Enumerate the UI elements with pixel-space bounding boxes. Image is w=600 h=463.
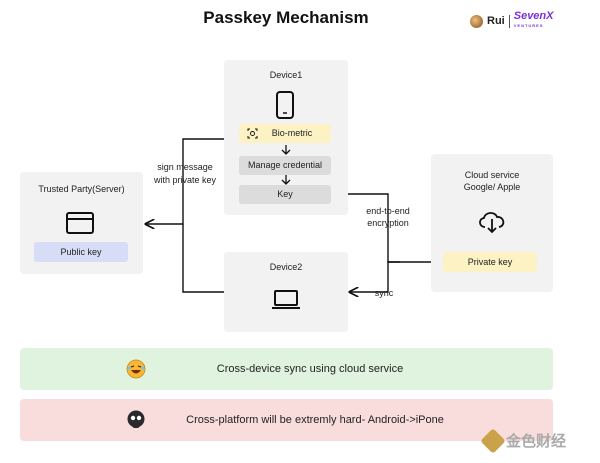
page-title: Passkey Mechanism [203, 8, 369, 27]
cloud-title-line1: Cloud service [464, 170, 520, 180]
company-name: SevenX [513, 10, 554, 22]
cloud-download-icon [479, 212, 505, 234]
watermark-logo-icon [480, 427, 506, 454]
face-id-icon [247, 128, 258, 139]
e2e-label-line1: end-to-end [366, 206, 410, 216]
skull-emoji-icon [127, 410, 145, 428]
sign-label-line2: with private key [153, 175, 217, 185]
cross-device-text: Cross-device sync using cloud service [216, 363, 404, 375]
company-subtitle: VENTURES [513, 23, 544, 28]
watermark-text: 金色财经 [506, 433, 567, 450]
cross-device-banner: Cross-device sync using cloud service [20, 348, 553, 390]
server-box: Trusted Party(Server) Public key [20, 172, 143, 274]
author-name: Rui [487, 15, 505, 27]
sign-label-line1: sign message [157, 162, 213, 172]
public-key-pill: Public key [34, 242, 128, 262]
e2e-label-line2: encryption [367, 218, 409, 228]
browser-window-icon [66, 212, 94, 234]
manage-credential-pill: Manage credential [239, 156, 331, 175]
sign-arrow [146, 138, 224, 224]
cloud-title-line2: Google/ Apple [463, 182, 521, 192]
down-arrow-icon [281, 175, 291, 185]
cloud-box: Cloud service Google/ Apple Private key [431, 154, 553, 292]
device1-box: Device1 Bio-metric Manage credential Key [224, 60, 348, 215]
laptop-icon [272, 290, 300, 309]
sync-arrow [350, 261, 400, 292]
author-avatar-icon [470, 14, 483, 28]
device2-title: Device2 [269, 262, 303, 272]
cross-platform-text: Cross-platform will be extremly hard- An… [186, 414, 444, 426]
private-key-pill: Private key [443, 252, 537, 272]
e2e-arrow [332, 193, 443, 262]
server-title: Trusted Party(Server) [38, 184, 125, 194]
biometric-pill: Bio-metric [239, 124, 331, 143]
laughing-emoji-icon [126, 359, 146, 379]
biometric-label: Bio-metric [271, 128, 313, 138]
brand-divider [508, 14, 510, 28]
device2-box: Device2 [224, 252, 348, 332]
down-arrow-icon [281, 145, 291, 155]
brand-logo: Rui SevenX VENTURES [470, 11, 554, 31]
cross-platform-banner: Cross-platform will be extremly hard- An… [20, 399, 553, 441]
phone-icon [276, 91, 294, 119]
company-logo: SevenX VENTURES [514, 11, 554, 31]
sync-label: sync [374, 288, 394, 298]
device2-server-line [182, 224, 224, 293]
device1-title: Device1 [269, 70, 303, 80]
watermark: 金色财经 [480, 427, 567, 454]
key-pill: Key [239, 185, 331, 204]
